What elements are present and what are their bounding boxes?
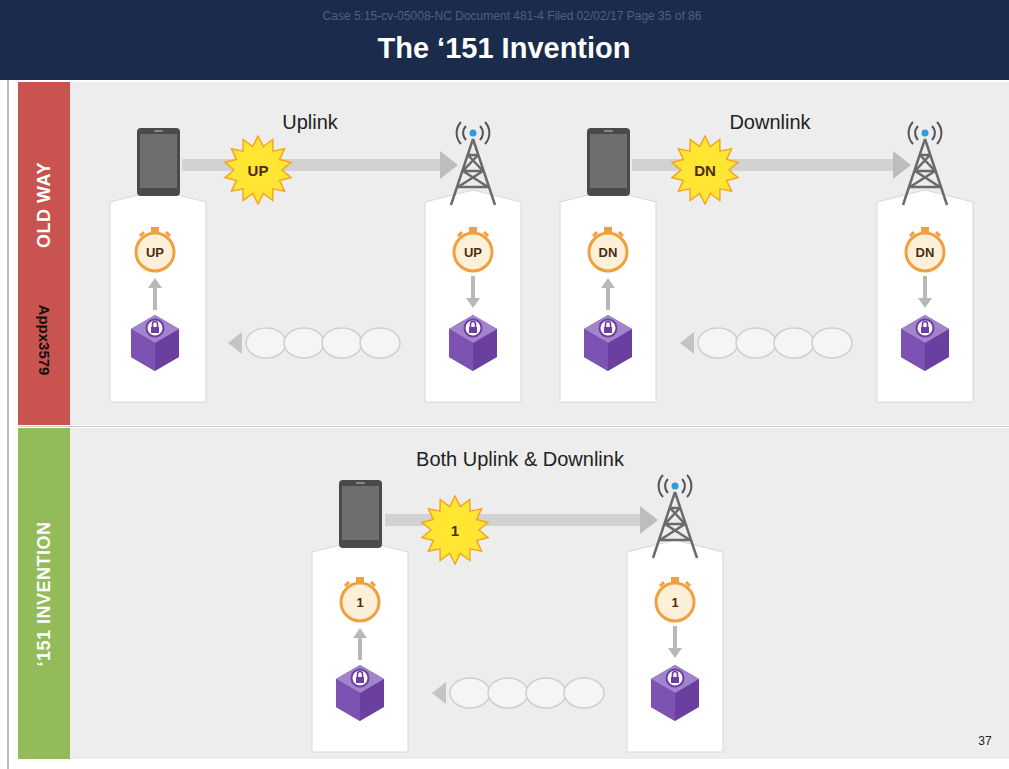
signal-burst: DN (670, 135, 740, 205)
case-header: Case 5:15-cv-05008-NC Document 481-4 Fil… (323, 9, 702, 23)
section-heading: Downlink (729, 111, 810, 134)
burst-label: DN (670, 135, 740, 205)
timer-knob (671, 577, 679, 582)
timer-label: 1 (338, 577, 382, 623)
section-heading: Both Uplink & Downlink (416, 448, 624, 471)
section-band: ‘151 INVENTION (18, 428, 70, 759)
band-label: OLD WAY (34, 163, 55, 249)
exhibit-stamp: Appx3579 (36, 305, 53, 376)
burst-label: 1 (420, 495, 490, 565)
timer-label: DN (586, 227, 630, 273)
page-number: 37 (978, 734, 991, 748)
timer-label: DN (903, 227, 947, 273)
section-heading: Uplink (282, 111, 338, 134)
timer-circle: 1 (338, 577, 382, 623)
timer-knob (604, 227, 612, 232)
timer-circle: 1 (653, 577, 697, 623)
timer-label: UP (451, 227, 495, 273)
timer-circle: DN (903, 227, 947, 273)
timer-label: UP (133, 227, 177, 273)
signal-burst: UP (223, 135, 293, 205)
timer-label: 1 (653, 577, 697, 623)
timer-knob (151, 227, 159, 232)
timer-knob (921, 227, 929, 232)
timer-knob (356, 577, 364, 582)
signal-burst: 1 (420, 495, 490, 565)
timer-circle: UP (451, 227, 495, 273)
burst-label: UP (223, 135, 293, 205)
timer-circle: UP (133, 227, 177, 273)
slide-title: The ‘151 Invention (378, 32, 631, 65)
timer-knob (469, 227, 477, 232)
band-label: ‘151 INVENTION (34, 521, 55, 666)
timer-circle: DN (586, 227, 630, 273)
